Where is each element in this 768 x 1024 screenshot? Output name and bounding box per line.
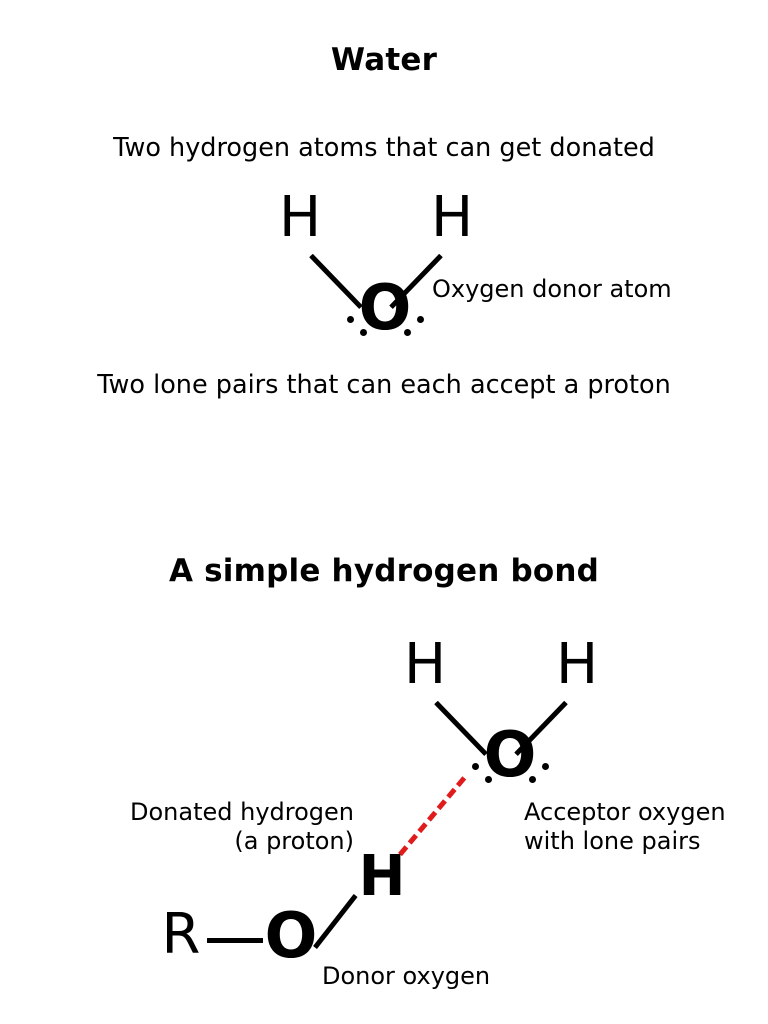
acceptor-oxygen-atom: O (483, 718, 537, 791)
donor-oxygen-atom: O (264, 899, 318, 972)
lone-pair-dot (404, 329, 411, 336)
water-lone-pair-right (398, 316, 424, 342)
hydrogen-bond-section-title: A simple hydrogen bond (168, 553, 600, 589)
donated-hydrogen-label-line2: (a proton) (234, 827, 354, 856)
donor-hydroxyl-group: H R O (155, 845, 445, 975)
acceptor-lone-pair-left (472, 763, 498, 789)
acceptor-oxygen-label-line1: Acceptor oxygen (524, 798, 726, 826)
water-section-title: Water (330, 42, 438, 78)
water-top-caption: Two hydrogen atoms that can get donated (113, 133, 655, 163)
r-group-oxygen-bond (207, 938, 263, 943)
water-hydrogen-right-atom: H (430, 185, 474, 250)
acceptor-hydrogen-right-atom: H (555, 632, 599, 697)
water-hydrogen-left-atom: H (278, 185, 322, 250)
lone-pair-dot (542, 763, 549, 770)
donated-hydrogen-label-line1: Donated hydrogen (129, 798, 354, 826)
acceptor-lone-pair-right (523, 763, 549, 789)
r-group-atom: R (161, 902, 201, 967)
acceptor-hydrogen-left-atom: H (403, 632, 447, 697)
donated-hydrogen-label: Donated hydrogen (a proton) (96, 798, 354, 857)
lone-pair-dot (485, 776, 492, 783)
acceptor-oxygen-label-line2: with lone pairs (524, 827, 701, 856)
lone-pair-dot (360, 329, 367, 336)
acceptor-water-molecule: H H O (390, 632, 630, 792)
water-lone-pair-left (347, 316, 373, 342)
donated-hydrogen-atom: H (358, 844, 406, 909)
lone-pair-dot (347, 316, 354, 323)
water-bottom-caption: Two lone pairs that can each accept a pr… (97, 370, 671, 400)
lone-pair-dot (417, 316, 424, 323)
acceptor-oxygen-label: Acceptor oxygen with lone pairs (524, 798, 754, 857)
water-oxygen-atom: O (358, 271, 412, 344)
lone-pair-dot (472, 763, 479, 770)
lone-pair-dot (529, 776, 536, 783)
water-oxygen-label: Oxygen donor atom (432, 275, 672, 303)
water-molecule: H H O (265, 185, 505, 345)
donor-oxygen-label: Donor oxygen (322, 962, 491, 990)
